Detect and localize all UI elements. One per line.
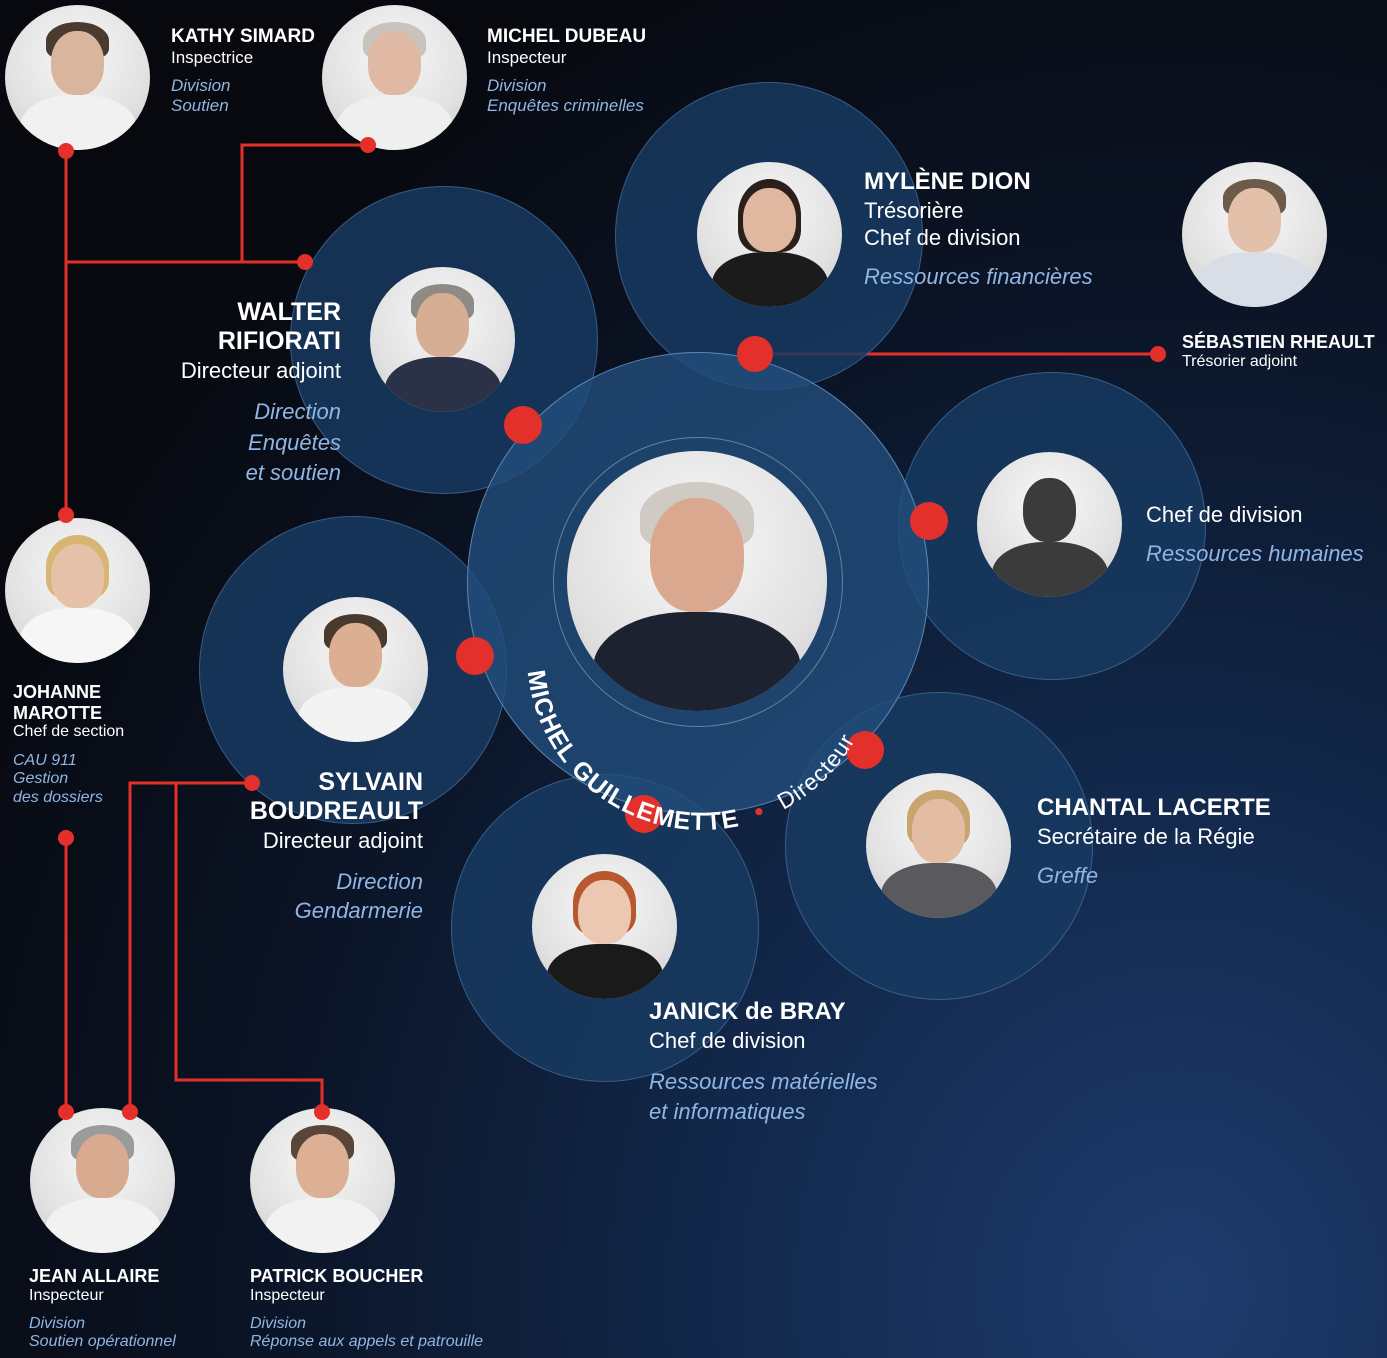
person-division: Ressources matérielles — [649, 1068, 878, 1094]
chantal-lacerte-info: CHANTAL LACERTE Secrétaire de la Régie G… — [1037, 794, 1271, 888]
walter-rifiorati-photo — [370, 267, 515, 412]
person-division: et soutien — [245, 460, 341, 486]
line-michel-dubeau — [240, 143, 368, 262]
connector-dot — [625, 795, 663, 833]
vacant-rh-info: Chef de division Ressources humaines — [1146, 502, 1364, 567]
person-name: JANICK de BRAY — [649, 998, 846, 1025]
person-role: Inspecteur — [487, 47, 567, 67]
connector-dot — [910, 502, 948, 540]
person-division: Ressources humaines — [1146, 541, 1364, 567]
mylene-dion-info: MYLÈNE DION Trésorière Chef de division … — [864, 168, 1093, 289]
patrick-boucher-photo — [250, 1108, 395, 1253]
person-role: Directeur adjoint — [180, 357, 341, 383]
chantal-lacerte-photo — [866, 773, 1011, 918]
person-division: Gendarmerie — [294, 898, 423, 924]
svg-text:MICHEL GUILLEMETTE •: MICHEL GUILLEMETTE • Directeur — [522, 668, 860, 836]
person-division: Gestion — [13, 770, 69, 788]
person-name: PATRICK BOUCHER — [250, 1266, 424, 1286]
director-name: MICHEL GUILLEMETTE — [522, 668, 742, 836]
person-name: BOUDREAULT — [249, 796, 423, 825]
connector-dot — [58, 830, 74, 846]
person-division: Division — [487, 76, 547, 96]
person-division: Division — [250, 1315, 307, 1333]
vacant-silhouette-photo — [977, 452, 1122, 597]
michel-dubeau-photo — [322, 5, 467, 150]
connector-dot — [456, 637, 494, 675]
person-division: Soutien — [171, 95, 229, 115]
sebastien-rheault-info: SÉBASTIEN RHEAULT Trésorier adjoint — [1182, 332, 1375, 371]
walter-rifiorati-info: WALTER RIFIORATI Directeur adjoint Direc… — [140, 298, 341, 489]
person-role: Directeur adjoint — [262, 827, 423, 853]
person-name: JOHANNE — [13, 682, 102, 702]
connector-dot — [122, 1104, 138, 1120]
person-division: Réponse aux appels et patrouille — [250, 1333, 484, 1351]
sylvain-boudreault-info: SYLVAIN BOUDREAULT Directeur adjoint Dir… — [180, 768, 423, 926]
director-role: Directeur — [773, 729, 860, 815]
person-role: Chef de division — [864, 224, 1021, 250]
patrick-boucher-info: PATRICK BOUCHER Inspecteur Division Répo… — [250, 1266, 483, 1352]
person-role: Chef de section — [13, 723, 125, 741]
person-division: Division — [29, 1315, 86, 1333]
director-inner-ring — [553, 437, 843, 727]
connector-dot — [297, 254, 313, 270]
mylene-dion-photo — [697, 162, 842, 307]
person-name: KATHY SIMARD — [171, 26, 315, 47]
connector-dot — [58, 507, 74, 523]
johanne-marotte-photo — [5, 518, 150, 663]
connector-dot — [846, 731, 884, 769]
person-role: Inspecteur — [29, 1286, 104, 1304]
line-sylvain-jean — [128, 781, 252, 1112]
person-division: Division — [171, 76, 231, 96]
janick-de-bray-photo — [532, 854, 677, 999]
person-name: MICHEL DUBEAU — [487, 26, 647, 47]
person-role: Chef de division — [649, 1027, 806, 1053]
person-role: Chef de division — [1146, 502, 1303, 527]
person-name: CHANTAL LACERTE — [1037, 794, 1271, 821]
person-name: MAROTTE — [13, 702, 102, 723]
person-division: des dossiers — [13, 788, 103, 806]
person-name: MYLÈNE DION — [864, 168, 1031, 195]
johanne-marotte-info: JOHANNE MAROTTE Chef de section CAU 911 … — [13, 682, 124, 807]
janick-de-bray-info: JANICK de BRAY Chef de division Ressourc… — [649, 998, 878, 1126]
kathy-simard-photo — [5, 5, 150, 150]
connector-dot — [314, 1104, 330, 1120]
connector-dot — [244, 775, 260, 791]
person-division: Enquêtes criminelles — [487, 95, 644, 115]
sebastien-rheault-photo — [1182, 162, 1327, 307]
person-name: RIFIORATI — [217, 326, 341, 355]
line-sylvain-patrick — [174, 783, 324, 1112]
person-role: Secrétaire de la Régie — [1037, 823, 1255, 849]
person-name: JEAN ALLAIRE — [29, 1266, 160, 1286]
person-division: Greffe — [1037, 862, 1099, 888]
connector-dot — [737, 336, 773, 372]
person-division: Direction — [336, 868, 423, 894]
connector-dot — [504, 406, 542, 444]
director-separator: • — [750, 797, 769, 827]
person-division: CAU 911 — [13, 751, 77, 769]
michel-guillemette-photo — [567, 451, 827, 711]
person-role: Inspecteur — [250, 1286, 325, 1304]
person-name: SYLVAIN — [318, 768, 423, 796]
person-division: Enquêtes — [248, 429, 341, 455]
connector-dot — [1150, 346, 1166, 362]
connector-dot — [58, 143, 74, 159]
connector-dot — [360, 137, 376, 153]
person-division: Direction — [254, 398, 341, 424]
person-role: Trésorière — [864, 197, 964, 223]
connector-dot — [58, 1104, 74, 1120]
michel-dubeau-info: MICHEL DUBEAU Inspecteur Division Enquêt… — [487, 26, 646, 115]
person-name: WALTER — [237, 298, 341, 326]
jean-allaire-photo — [30, 1108, 175, 1253]
jean-allaire-info: JEAN ALLAIRE Inspecteur Division Soutien… — [29, 1266, 176, 1352]
person-division: Soutien opérationnel — [29, 1333, 176, 1351]
sylvain-boudreault-photo — [283, 597, 428, 742]
person-role: Trésorier adjoint — [1182, 352, 1298, 370]
kathy-simard-info: KATHY SIMARD Inspectrice Division Soutie… — [171, 26, 315, 115]
person-role: Inspectrice — [171, 47, 254, 67]
person-division: et informatiques — [649, 1098, 806, 1124]
person-division: Ressources financières — [864, 264, 1093, 290]
person-name: SÉBASTIEN RHEAULT — [1182, 332, 1375, 352]
